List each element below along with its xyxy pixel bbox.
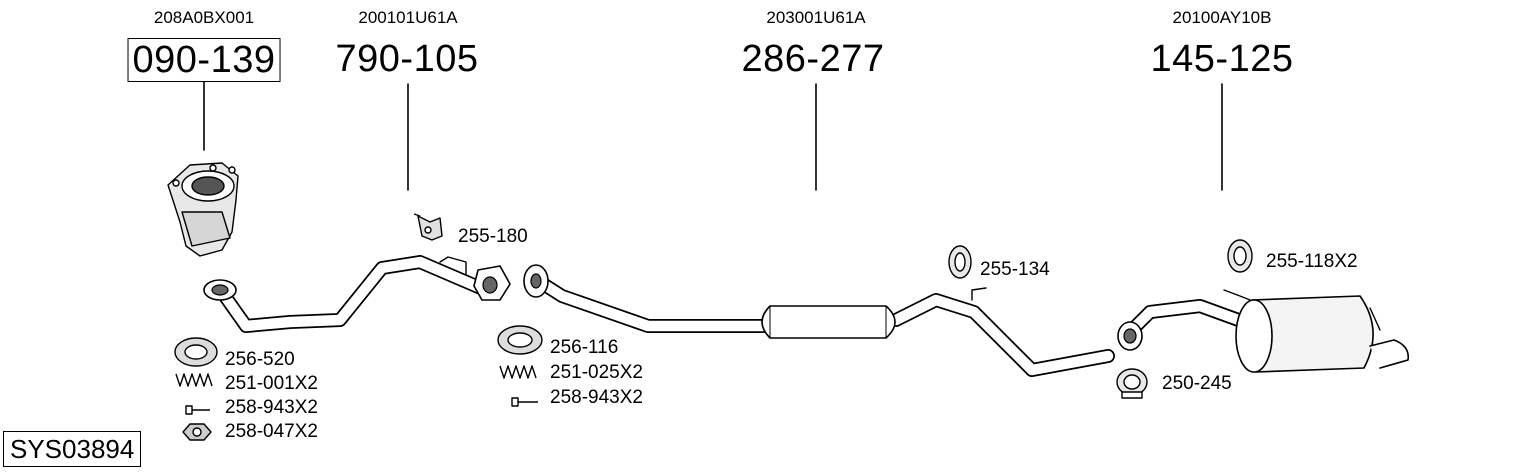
part-number-145-125[interactable]: 145-125 [1150,38,1294,80]
part-number-790-105[interactable]: 790-105 [335,38,479,80]
front-pipe-icon [203,255,511,333]
accessory-label[interactable]: 258-943X2 [225,397,318,418]
accessory-label[interactable]: 258-943X2 [550,387,643,408]
bolt-icon [185,405,210,415]
oem-number-1: 208A0BX001 [153,8,255,27]
accessory-label[interactable]: 251-025X2 [550,362,643,383]
part-number-286-277[interactable]: 286-277 [741,38,885,80]
accessory-label[interactable]: 250-245 [1162,373,1232,394]
gasket-icon [174,337,218,367]
oem-number-2: 200101U61A [358,8,458,27]
spring-icon [499,365,537,379]
oem-number-4: 20100AY10B [1172,8,1272,27]
bolt-icon [511,397,538,407]
nut-icon [182,423,212,441]
center-pipe-resonator-icon [523,264,1115,377]
spring-icon [175,373,213,387]
hanger-bracket-icon [413,213,443,241]
rubber-ring-mount-icon [948,245,972,279]
catalytic-converter-icon [167,162,239,257]
pipe-clamp-icon [1116,368,1148,399]
accessory-label[interactable]: 255-118X2 [1266,251,1358,272]
accessory-label[interactable]: 258-047X2 [225,421,318,442]
accessory-label[interactable]: 251-001X2 [225,373,318,394]
gasket-icon [497,325,543,355]
accessory-label[interactable]: 256-116 [550,337,619,358]
accessory-label[interactable]: 255-180 [458,226,528,247]
oem-number-3: 203001U61A [766,8,866,27]
accessory-label[interactable]: 255-134 [980,259,1050,280]
part-number-090-139[interactable]: 090-139 [127,38,281,82]
accessory-label[interactable]: 256-520 [225,349,295,370]
rear-silencer-icon [1117,289,1410,373]
rubber-ring-mount-icon [1227,239,1253,273]
system-code: SYS03894 [3,431,142,467]
